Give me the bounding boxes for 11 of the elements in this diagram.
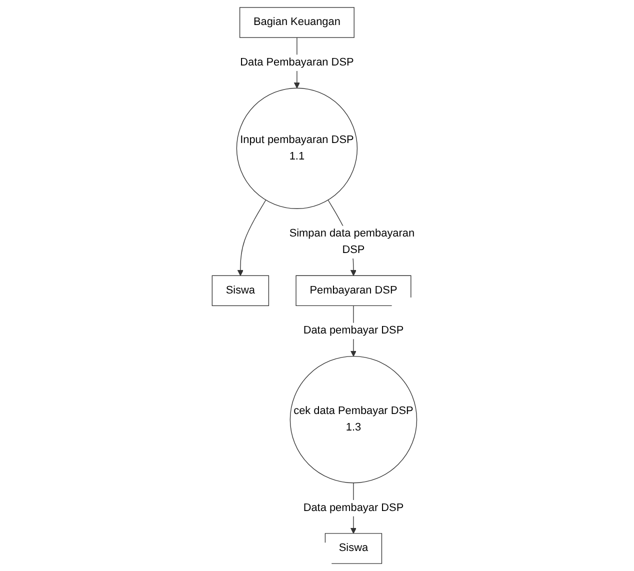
- edge-label: Data pembayar DSP: [303, 502, 404, 514]
- node-box: Siswa: [212, 275, 270, 306]
- node-circle: cek data Pembayar DSP 1.3: [290, 356, 418, 484]
- edge-label: Data Pembayaran DSP: [240, 56, 354, 68]
- node-box: Pembayaran DSP: [296, 275, 412, 306]
- edge-label: Simpan data pembayaran DSP: [289, 228, 415, 256]
- edge-label: Data pembayar DSP: [303, 324, 404, 336]
- node-box: Bagian Keuangan: [239, 7, 354, 38]
- arrow: [237, 200, 266, 276]
- node-box: Siswa: [324, 533, 382, 564]
- node-circle: Input pembayaran DSP 1.1: [236, 88, 358, 209]
